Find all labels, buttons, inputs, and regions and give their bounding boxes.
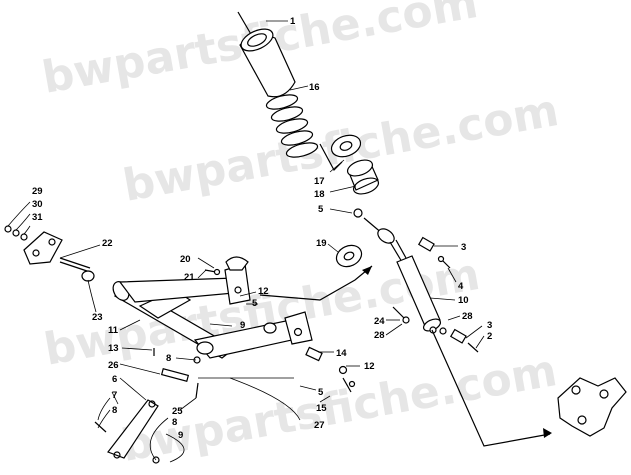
- part-20-clamp: [225, 256, 249, 271]
- part-19-retainer: [335, 244, 363, 268]
- callout-9-lower: 9: [178, 430, 183, 441]
- part-12-fitting: [263, 322, 277, 334]
- part-3-bushing-upper: [417, 236, 435, 252]
- callout-4: 4: [458, 281, 464, 292]
- callout-1: 1: [290, 16, 296, 27]
- callout-8-left: 8: [112, 405, 117, 416]
- callout-12-upper: 12: [258, 286, 269, 297]
- part-6-steering-arm: [107, 399, 159, 459]
- callout-31: 31: [32, 212, 43, 223]
- shock-assembly: [237, 11, 479, 353]
- part-26-link: [160, 368, 190, 382]
- part-16-spring: [265, 94, 319, 158]
- part-23-bushing: [81, 270, 95, 282]
- callout-28-right: 28: [462, 311, 473, 322]
- callout-5-middle: 5: [252, 298, 258, 309]
- callout-28-left: 28: [374, 330, 385, 341]
- callout-6: 6: [112, 374, 117, 385]
- callout-18: 18: [314, 189, 325, 200]
- frame-section: [557, 377, 627, 437]
- callout-2: 2: [487, 331, 492, 342]
- part-21-screw: [204, 268, 221, 276]
- leader-lines: [7, 20, 485, 463]
- part-12-fitting-lower: [338, 365, 348, 375]
- part-25-bolt: [195, 382, 199, 399]
- callout-3-upper: 3: [461, 242, 466, 253]
- part-17-seat: [330, 134, 362, 158]
- callout-16: 16: [309, 82, 320, 93]
- callout-3-lower: 3: [487, 320, 492, 331]
- callout-22: 22: [102, 238, 113, 249]
- part-5-nut-upper: [353, 208, 363, 218]
- callout-21: 21: [184, 272, 195, 283]
- callout-26: 26: [108, 360, 119, 371]
- callout-29: 29: [32, 186, 43, 197]
- assembly-arrows: [259, 143, 552, 447]
- callout-25: 25: [172, 406, 183, 417]
- part-24-28-left: [392, 306, 410, 324]
- part-1-boot: [237, 11, 296, 98]
- callout-10: 10: [458, 295, 469, 306]
- part-3-2-lower: [439, 327, 479, 353]
- callout-12-lower: 12: [364, 361, 375, 372]
- callout-15: 15: [316, 403, 327, 414]
- callout-labels: 1 16 17 18 5 3 19 4 10 28 3 2 24 28 29 3…: [32, 16, 492, 441]
- watermark-text-bottom: bwpartsfiche.com: [118, 345, 561, 472]
- callout-24: 24: [374, 316, 385, 327]
- callout-5-upper: 5: [318, 204, 324, 215]
- part-29-31-hardware: [4, 225, 28, 241]
- callout-20: 20: [180, 254, 191, 265]
- part-15-bolt: [342, 377, 356, 393]
- part-upper-arm: [118, 263, 251, 305]
- part-4-bolt: [437, 255, 451, 269]
- callout-5-lower: 5: [318, 387, 324, 398]
- callout-9-upper: 9: [240, 320, 245, 331]
- callout-7: 7: [112, 390, 117, 401]
- callout-23: 23: [92, 312, 103, 323]
- callout-30: 30: [32, 199, 43, 210]
- callout-8-lower: 8: [172, 417, 177, 428]
- callout-8-upper: 8: [166, 353, 171, 364]
- part-22-axle: [59, 257, 91, 273]
- part-bracket-left: [23, 231, 63, 265]
- callout-13: 13: [108, 343, 119, 354]
- callout-27: 27: [314, 420, 325, 431]
- arm-assembly: [4, 225, 356, 464]
- callout-17: 17: [314, 176, 325, 187]
- callout-19: 19: [316, 238, 327, 249]
- part-18-collar: [346, 159, 380, 195]
- part-14-bushing: [305, 346, 323, 362]
- callout-14: 14: [336, 348, 347, 359]
- callout-11: 11: [108, 325, 119, 336]
